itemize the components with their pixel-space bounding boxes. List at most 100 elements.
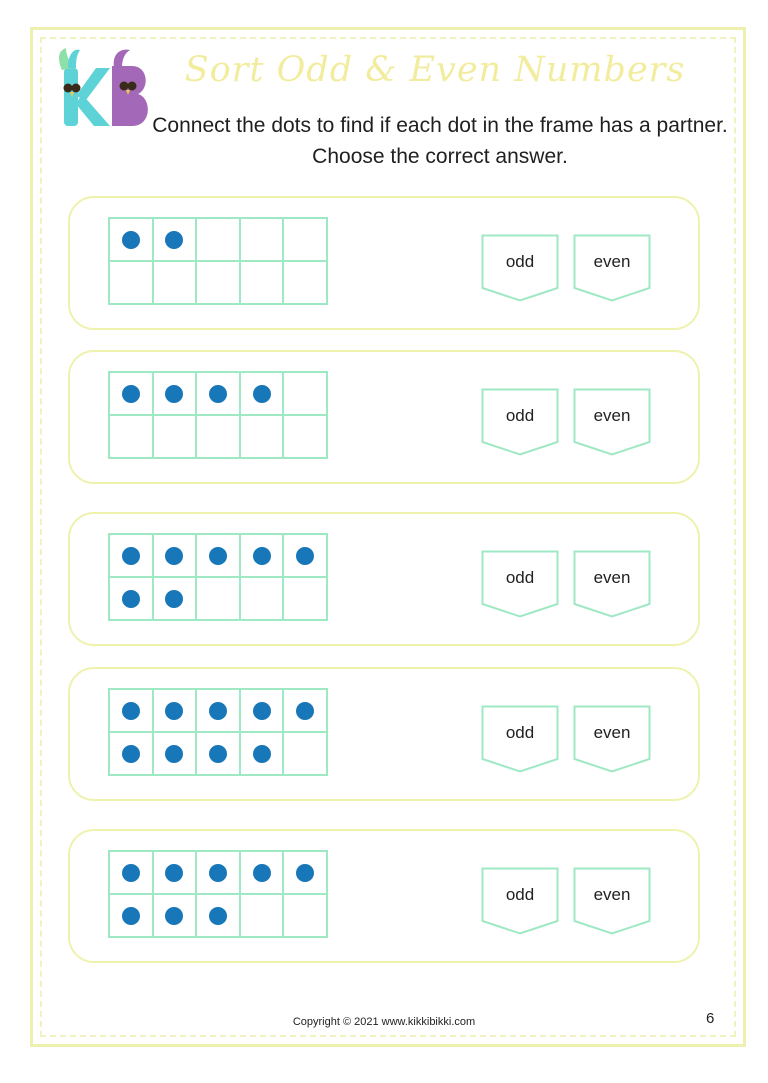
ten-frame-cell [196,534,240,577]
answer-tag-outline [481,867,559,935]
ten-frame-cell [152,415,197,458]
ten-frame-cell [283,218,327,261]
ten-frame-cell [109,851,153,894]
counter-dot [252,744,271,763]
counter-dot [252,701,271,720]
ten-frame [108,688,328,776]
ten-frame-cell [239,732,284,775]
ten-frame-cell [239,894,284,937]
ten-frame-cell [283,689,327,732]
ten-frame [108,371,328,459]
counter-dot [121,546,140,565]
answer-option-even[interactable]: even [573,234,651,302]
answer-option-even[interactable]: even [573,867,651,935]
answer-option-odd[interactable]: odd [481,705,559,773]
ten-frame-cell [196,689,240,732]
ten-frame-cell [109,732,153,775]
ten-frame-cell [239,577,284,620]
answer-option-label: even [593,568,631,587]
counter-dot [165,906,184,925]
counter-dot [121,863,140,882]
answer-tag-shape [481,234,559,302]
answer-option-odd[interactable]: odd [481,550,559,618]
copyright-footer: Copyright © 2021 www.kikkibikki.com [292,1016,476,1028]
ten-frame-cell [109,689,153,732]
answer-tag-shape [481,388,559,456]
answer-option-odd[interactable]: odd [481,234,559,302]
ten-frame-cell [239,689,284,732]
ten-frame-cell [196,851,240,894]
ten-frame-cell [109,261,153,304]
exercise-row: odd even [68,829,700,963]
answer-tag-outline [481,705,559,773]
ten-frame-cell [152,372,197,415]
ten-frame-cell [283,415,327,458]
ten-frame-cell [109,218,153,261]
ten-frame [108,533,328,621]
answer-option-odd[interactable]: odd [481,388,559,456]
ten-frame-cell [152,894,197,937]
answer-option-label: odd [505,568,535,587]
ten-frame-cell [196,372,240,415]
ten-frame-cell [239,261,284,304]
ten-frame-cell [283,261,327,304]
answer-tag-outline [573,388,651,456]
answer-tag-shape [573,550,651,618]
counter-dot [208,906,227,925]
exercise-row: odd even [68,196,700,330]
answer-tag-outline [573,867,651,935]
kikkibikki-logo [59,48,148,126]
exercise-row: odd even [68,350,700,484]
answer-tag-outline [573,705,651,773]
answer-tag-outline [481,234,559,302]
answer-tag-shape [573,234,651,302]
instructions-text: Connect the dots to find if each dot in … [152,114,728,168]
answer-option-label: even [593,885,631,904]
ten-frame [108,217,328,305]
counter-dot [208,744,227,763]
answer-option-even[interactable]: even [573,705,651,773]
counter-dot [208,546,227,565]
counter-dot [165,701,184,720]
ten-frame-cell [239,218,284,261]
exercise-row: odd even [68,512,700,646]
answer-tag-shape [481,867,559,935]
ten-frame-cell [109,534,153,577]
answer-tag-outline [573,550,651,618]
ten-frame-cell [152,732,197,775]
answer-option-label: even [593,252,631,271]
ten-frame-cell [152,534,197,577]
ten-frame-cell [239,851,284,894]
answer-tag-shape [481,705,559,773]
answer-option-label: even [593,723,631,742]
ten-frame-cell [109,415,153,458]
ten-frame-cell [109,577,153,620]
counter-dot [165,384,184,403]
counter-dot [121,230,140,249]
answer-option-even[interactable]: even [573,388,651,456]
counter-dot [121,589,140,608]
answer-option-label: odd [505,723,535,742]
ten-frame-cell [196,218,240,261]
ten-frame-cell [239,372,284,415]
counter-dot [121,744,140,763]
counter-dot [208,701,227,720]
answer-tag-outline [481,388,559,456]
ten-frame-cell [152,218,197,261]
ten-frame-cell [283,894,327,937]
ten-frame-cell [239,534,284,577]
ten-frame-cell [196,732,240,775]
ten-frame-cell [283,534,327,577]
ten-frame-cell [196,577,240,620]
ten-frame-cell [152,851,197,894]
answer-option-label: even [593,406,631,425]
counter-dot [165,589,184,608]
answer-option-label: odd [505,885,535,904]
counter-dot [121,906,140,925]
counter-dot [165,863,184,882]
ten-frame-cell [152,577,197,620]
counter-dot [296,863,315,882]
answer-option-odd[interactable]: odd [481,867,559,935]
answer-option-even[interactable]: even [573,550,651,618]
exercise-row: odd even [68,667,700,801]
